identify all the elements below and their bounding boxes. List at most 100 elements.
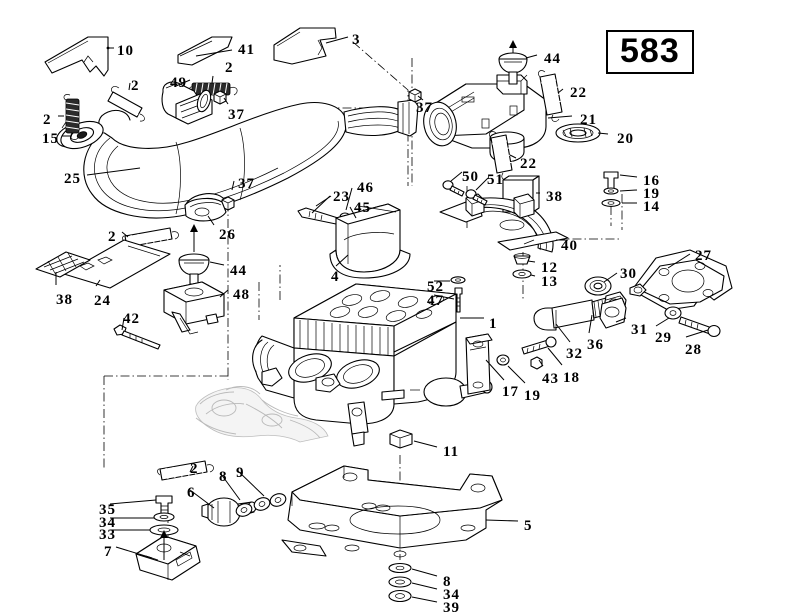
washer-52 <box>450 276 466 284</box>
callout-3[interactable]: 3 <box>352 32 361 48</box>
part-22-spring-lower <box>489 131 514 180</box>
part-43-nut <box>530 356 543 370</box>
callout-51[interactable]: 51 <box>487 172 504 188</box>
part-7-motor-mount-base <box>135 530 201 581</box>
callout-7[interactable]: 7 <box>104 544 113 560</box>
callout-18[interactable]: 18 <box>563 370 580 386</box>
callout-44-b[interactable]: 44 <box>544 51 561 67</box>
callout-52[interactable]: 52 <box>427 279 444 295</box>
callout-32[interactable]: 32 <box>566 346 583 362</box>
part-37-mount-nut-a <box>213 90 227 105</box>
callout-38-a[interactable]: 38 <box>56 292 73 308</box>
part-40-manifold-clamp <box>439 193 569 253</box>
callout-19-b[interactable]: 19 <box>524 388 541 404</box>
part-24-heat-shield-panel <box>63 239 171 289</box>
callout-16[interactable]: 16 <box>643 173 660 189</box>
callout-22-b[interactable]: 22 <box>520 156 537 172</box>
part-2-spring-vertical <box>63 94 80 140</box>
callout-14[interactable]: 14 <box>643 199 660 215</box>
callout-36[interactable]: 36 <box>587 337 604 353</box>
callout-26[interactable]: 26 <box>219 227 236 243</box>
part-17-support-bracket <box>465 333 493 395</box>
callout-40[interactable]: 40 <box>561 238 578 254</box>
part-42-bolt <box>113 324 161 350</box>
part-28-bolt <box>678 316 721 338</box>
callout-37-b[interactable]: 37 <box>238 176 255 192</box>
callout-1[interactable]: 1 <box>489 316 498 332</box>
callout-50[interactable]: 50 <box>462 169 479 185</box>
callout-25[interactable]: 25 <box>64 171 81 187</box>
callout-35[interactable]: 35 <box>99 502 116 518</box>
part-44-rubber-mount-top <box>498 40 528 85</box>
callout-4[interactable]: 4 <box>331 269 340 285</box>
callout-39[interactable]: 39 <box>443 600 460 616</box>
part-51-clamp-screw <box>465 177 489 206</box>
callout-34-a[interactable]: 34 <box>99 515 116 531</box>
callout-33[interactable]: 33 <box>99 527 116 543</box>
callout-42[interactable]: 42 <box>123 311 140 327</box>
callout-43[interactable]: 43 <box>542 371 559 387</box>
callout-31[interactable]: 31 <box>631 322 648 338</box>
part-48-muffler-mount-bracket <box>163 281 225 335</box>
callout-2-c[interactable]: 2 <box>43 112 52 128</box>
part-10-heat-shield <box>44 36 109 77</box>
bolt-stack-16-19-14 <box>601 171 621 226</box>
part-27-motor-mount-plate <box>629 249 733 311</box>
callout-34-b[interactable]: 34 <box>443 587 460 603</box>
part-2-spring-horizontal-top <box>189 82 238 96</box>
part-44-rubber-mount-left <box>178 224 210 285</box>
callout-37-a[interactable]: 37 <box>228 107 245 123</box>
callout-2-b[interactable]: 2 <box>225 60 234 76</box>
callout-28[interactable]: 28 <box>685 342 702 358</box>
part-1-engine-assembly <box>252 283 493 447</box>
part-34-lock-washer <box>153 512 175 522</box>
callout-9[interactable]: 9 <box>236 465 245 481</box>
washer-8-9-mid <box>235 493 287 517</box>
part-29-washer <box>664 306 682 320</box>
model-number-badge: 583 <box>606 30 694 74</box>
nut-13 <box>512 269 532 279</box>
callout-10[interactable]: 10 <box>117 43 134 59</box>
callout-49[interactable]: 49 <box>170 75 187 91</box>
washer-stack-bottom <box>388 562 412 603</box>
part-18-bolt <box>521 336 557 355</box>
callout-37-c[interactable]: 37 <box>416 100 433 116</box>
callout-24[interactable]: 24 <box>94 293 111 309</box>
callout-47[interactable]: 47 <box>427 293 444 309</box>
part-22-spring-upper <box>538 70 563 122</box>
callout-8-a[interactable]: 8 <box>219 469 228 485</box>
part-50-clamp-screw <box>442 171 465 197</box>
callout-2-d[interactable]: 2 <box>108 229 117 245</box>
callout-48[interactable]: 48 <box>233 287 250 303</box>
callout-13[interactable]: 13 <box>541 274 558 290</box>
callout-19-a[interactable]: 19 <box>643 186 660 202</box>
callout-11[interactable]: 11 <box>443 444 460 460</box>
callout-2-a[interactable]: 2 <box>131 78 140 94</box>
callout-30[interactable]: 30 <box>620 266 637 282</box>
callout-6[interactable]: 6 <box>187 485 196 501</box>
callout-41[interactable]: 41 <box>238 42 255 58</box>
callout-17[interactable]: 17 <box>502 384 519 400</box>
callout-46[interactable]: 46 <box>357 180 374 196</box>
callout-23[interactable]: 23 <box>333 189 350 205</box>
callout-2-e[interactable]: 2 <box>190 461 199 477</box>
callout-21[interactable]: 21 <box>580 112 597 128</box>
callout-22-a[interactable]: 22 <box>570 85 587 101</box>
callout-44-a[interactable]: 44 <box>230 263 247 279</box>
washer-12 <box>513 253 531 265</box>
callout-45[interactable]: 45 <box>354 200 371 216</box>
part-23-screw <box>297 195 339 225</box>
callout-29[interactable]: 29 <box>655 330 672 346</box>
callout-12[interactable]: 12 <box>541 260 558 276</box>
callout-20[interactable]: 20 <box>617 131 634 147</box>
part-25-tuned-pipe <box>83 99 419 219</box>
callout-5[interactable]: 5 <box>524 518 533 534</box>
callout-8-b[interactable]: 8 <box>443 574 452 590</box>
part-19-lock-washer-right <box>496 354 510 366</box>
callout-15[interactable]: 15 <box>42 131 59 147</box>
callout-38-b[interactable]: 38 <box>546 189 563 205</box>
part-38-insulation-pad-left <box>35 251 91 278</box>
callout-27[interactable]: 27 <box>695 248 712 264</box>
part-41-heat-shield-strip <box>177 36 233 66</box>
